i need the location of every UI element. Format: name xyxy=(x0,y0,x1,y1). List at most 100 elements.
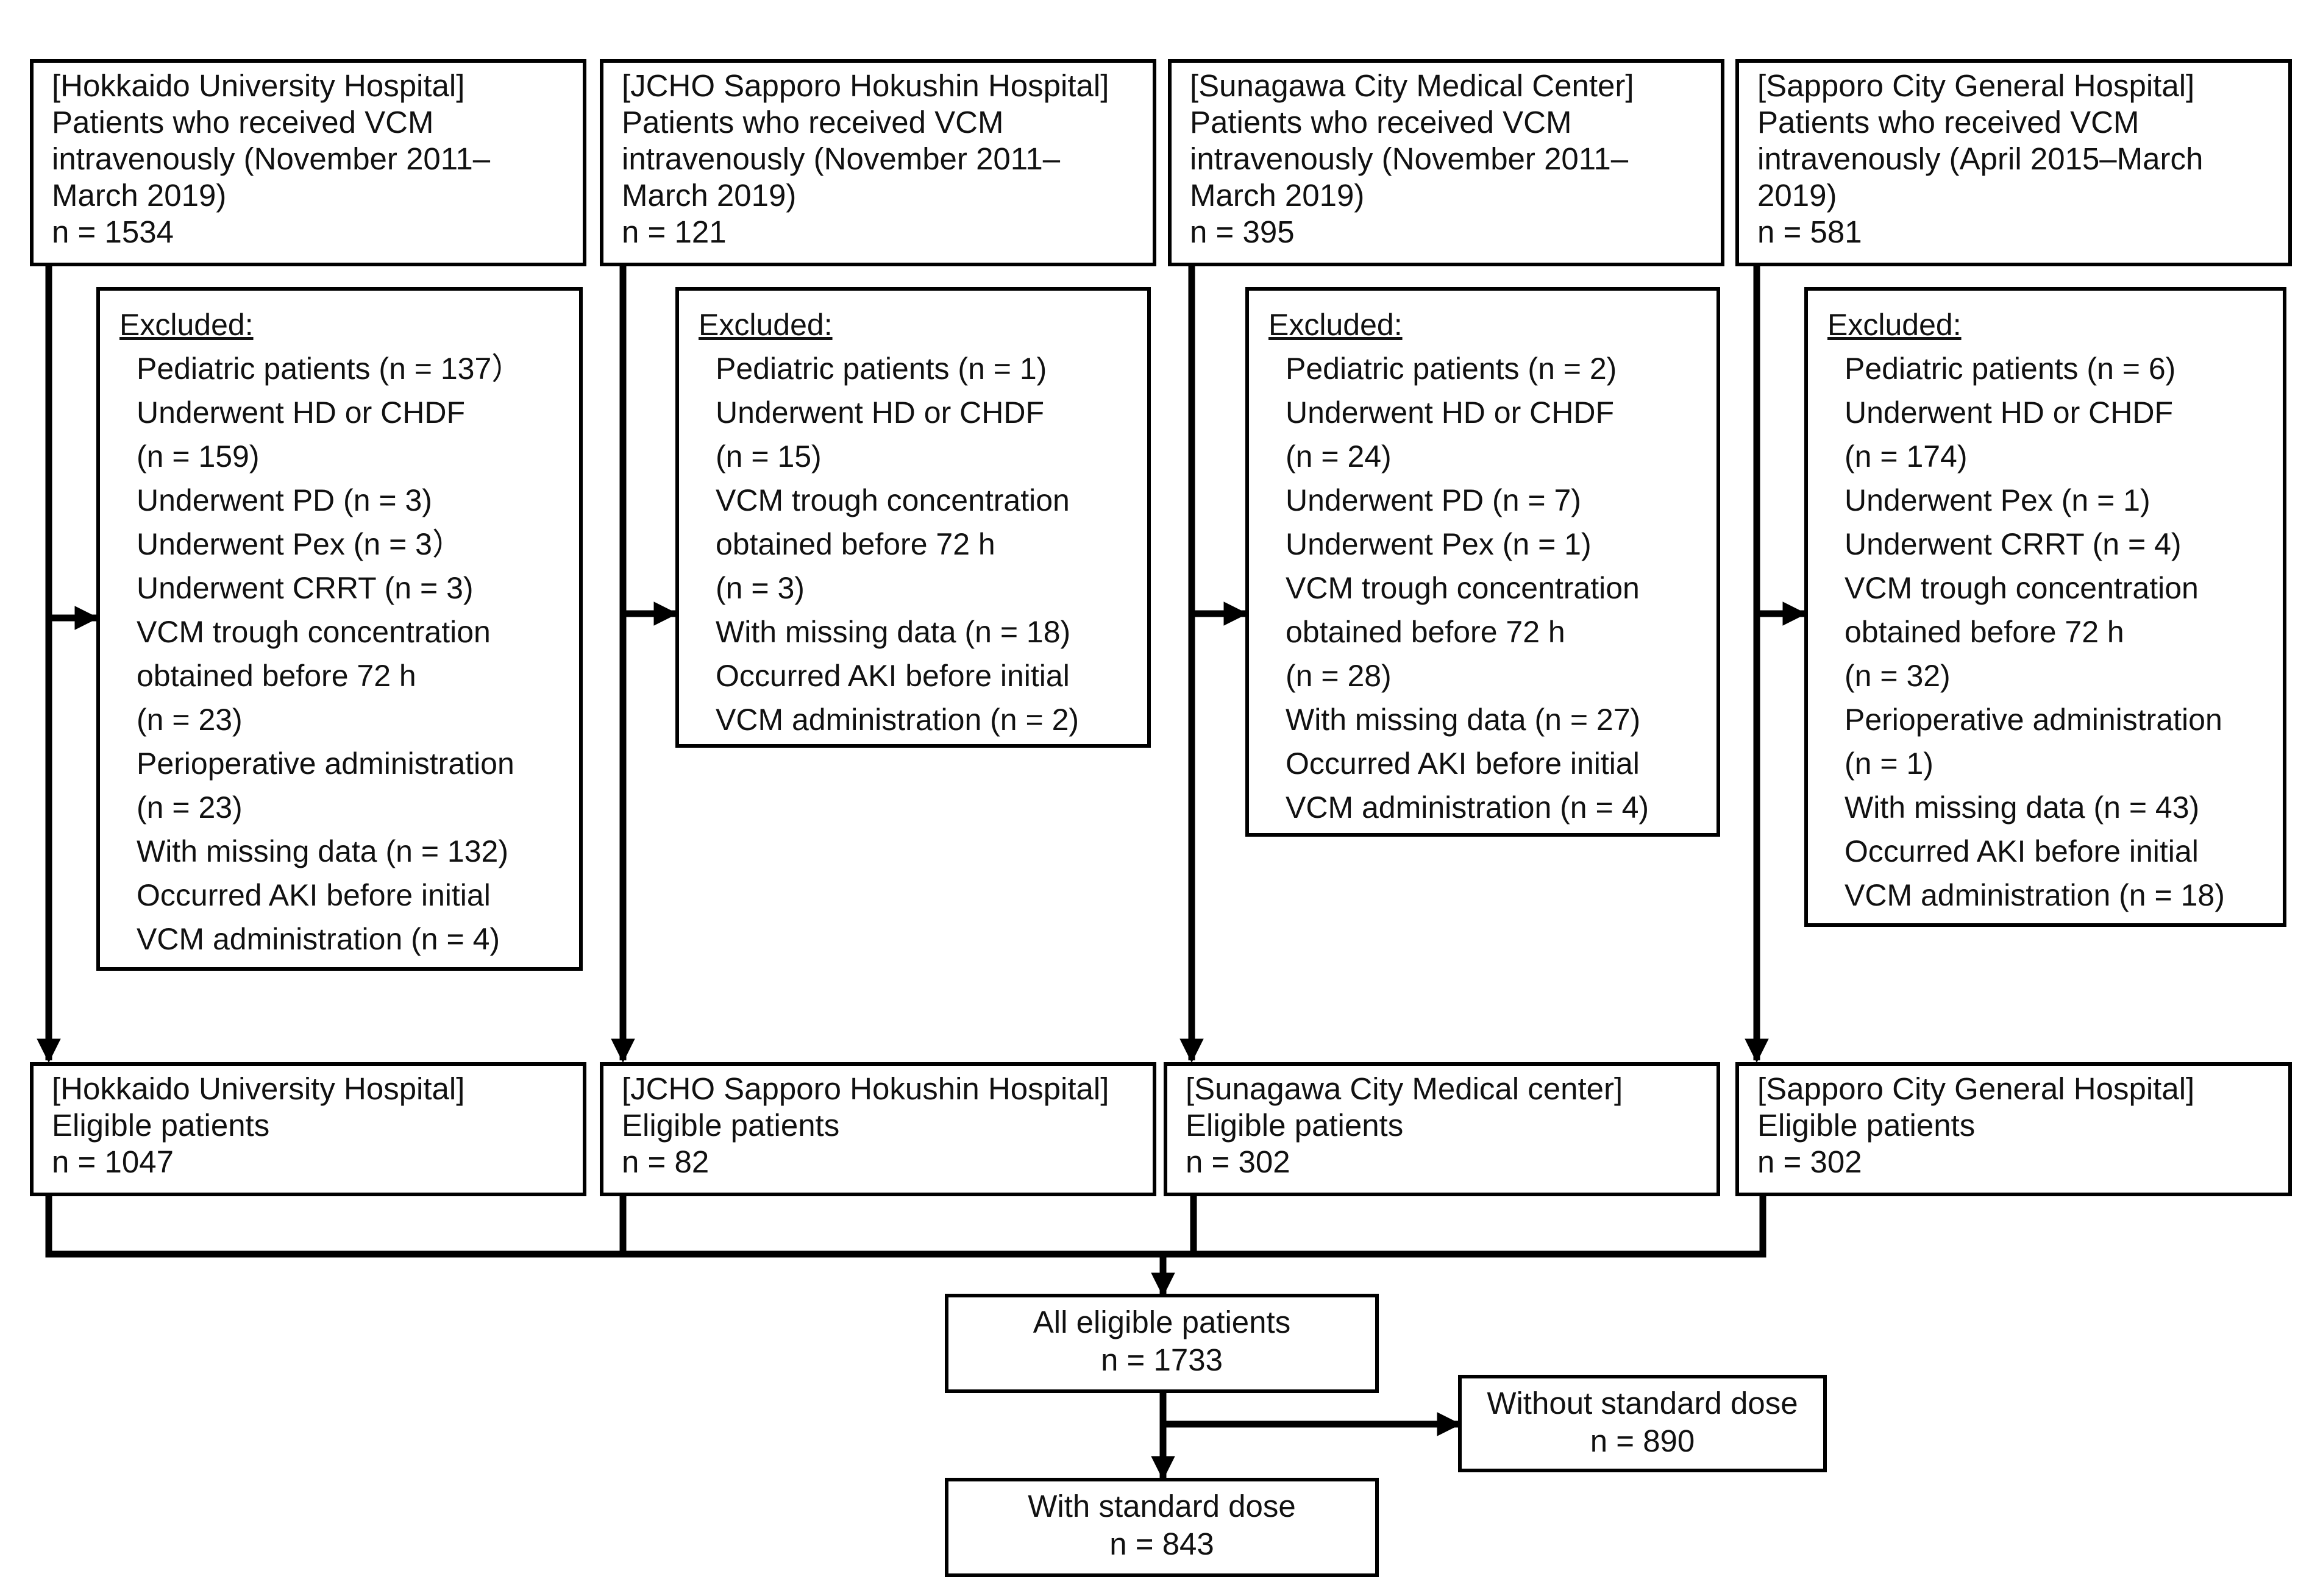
excluded-item: Underwent HD or CHDF xyxy=(1286,395,1615,430)
source-count: n = 121 xyxy=(622,215,727,249)
eligible-line: Eligible patients xyxy=(1757,1108,1976,1143)
excluded-item: VCM trough concentration xyxy=(1845,571,2199,605)
excluded-item: Underwent PD (n = 3) xyxy=(137,483,432,517)
eligible-line: Eligible patients xyxy=(622,1108,840,1143)
excluded-item: Underwent PD (n = 7) xyxy=(1286,483,1581,517)
eligible-box-jcho: [JCHO Sapporo Hokushin Hospital] Eligibl… xyxy=(600,1062,1156,1196)
excluded-item: Occurred AKI before initial xyxy=(1845,834,2199,868)
excluded-item: VCM trough concentration xyxy=(137,615,491,649)
excluded-item: obtained before 72 h xyxy=(716,527,995,561)
source-line: [JCHO Sapporo Hokushin Hospital] xyxy=(622,68,1109,103)
source-box-sapporo: [Sapporo City General Hospital] Patients… xyxy=(1735,59,2292,266)
eligible-line: Eligible patients xyxy=(52,1108,270,1143)
excluded-heading: Excluded: xyxy=(699,308,833,342)
source-line: Patients who received VCM xyxy=(1190,105,1572,140)
source-line: Patients who received VCM xyxy=(622,105,1004,140)
excluded-item: Pediatric patients (n = 6) xyxy=(1845,352,2176,386)
source-line: Patients who received VCM xyxy=(52,105,434,140)
excluded-item: (n = 23) xyxy=(137,790,243,825)
excluded-item: Underwent Pex (n = 1) xyxy=(1845,483,2150,517)
excluded-item: Occurred AKI before initial xyxy=(137,878,491,912)
eligible-box-hokkaido: [Hokkaido University Hospital] Eligible … xyxy=(30,1062,586,1196)
excluded-heading: Excluded: xyxy=(1268,308,1403,342)
excluded-item: With missing data (n = 18) xyxy=(716,615,1071,649)
excluded-item: Underwent CRRT (n = 4) xyxy=(1845,527,2182,561)
source-line: March 2019) xyxy=(622,178,797,213)
source-box-hokkaido: [Hokkaido University Hospital] Patients … xyxy=(30,59,586,266)
excluded-item: (n = 1) xyxy=(1845,747,1933,781)
with-standard-count: n = 843 xyxy=(1109,1527,1214,1561)
excluded-item: (n = 32) xyxy=(1845,659,1951,693)
excluded-item: VCM administration (n = 4) xyxy=(1286,790,1649,825)
source-line: intravenously (April 2015–March xyxy=(1757,141,2204,176)
eligible-box-sapporo: [Sapporo City General Hospital] Eligible… xyxy=(1735,1062,2292,1196)
eligible-box-sunagawa: [Sunagawa City Medical center] Eligible … xyxy=(1164,1062,1720,1196)
source-count: n = 581 xyxy=(1757,215,1862,249)
eligible-count: n = 302 xyxy=(1186,1144,1290,1179)
excluded-item: Occurred AKI before initial xyxy=(1286,747,1640,781)
excluded-box-sapporo: Excluded: Pediatric patients (n = 6) Und… xyxy=(1804,287,2286,927)
eligible-line: [JCHO Sapporo Hokushin Hospital] xyxy=(622,1071,1109,1106)
excluded-item: obtained before 72 h xyxy=(1286,615,1565,649)
excluded-item: With missing data (n = 27) xyxy=(1286,703,1641,737)
excluded-item: Underwent HD or CHDF xyxy=(137,395,466,430)
all-eligible-box: All eligible patients n = 1733 xyxy=(945,1294,1379,1393)
eligible-count: n = 82 xyxy=(622,1144,710,1179)
source-line: March 2019) xyxy=(52,178,227,213)
excluded-item: Pediatric patients (n = 2) xyxy=(1286,352,1617,386)
excluded-item: obtained before 72 h xyxy=(1845,615,2124,649)
source-box-sunagawa: [Sunagawa City Medical Center] Patients … xyxy=(1168,59,1724,266)
excluded-item: (n = 24) xyxy=(1286,439,1392,473)
eligible-line: [Hokkaido University Hospital] xyxy=(52,1071,465,1106)
excluded-item: (n = 28) xyxy=(1286,659,1392,693)
excluded-heading: Excluded: xyxy=(1827,308,1962,342)
excluded-item: Pediatric patients (n = 1) xyxy=(716,352,1047,386)
excluded-item: (n = 23) xyxy=(137,703,243,737)
all-eligible-count: n = 1733 xyxy=(1101,1342,1223,1377)
excluded-item: Underwent HD or CHDF xyxy=(716,395,1045,430)
without-standard-label: Without standard dose xyxy=(1487,1386,1798,1420)
source-line: intravenously (November 2011– xyxy=(622,141,1061,176)
excluded-item: Occurred AKI before initial xyxy=(716,659,1070,693)
excluded-item: VCM administration (n = 18) xyxy=(1845,878,2225,912)
without-standard-count: n = 890 xyxy=(1590,1424,1695,1458)
excluded-item: Underwent Pex (n = 1) xyxy=(1286,527,1592,561)
excluded-item: With missing data (n = 132) xyxy=(137,834,508,868)
without-standard-dose-box: Without standard dose n = 890 xyxy=(1458,1375,1827,1472)
source-line: Patients who received VCM xyxy=(1757,105,2140,140)
excluded-item: Perioperative administration xyxy=(1845,703,2222,737)
excluded-item: With missing data (n = 43) xyxy=(1845,790,2200,825)
all-eligible-label: All eligible patients xyxy=(1033,1305,1291,1339)
excluded-box-hokkaido: Excluded: Pediatric patients (n = 137） U… xyxy=(96,287,583,971)
source-box-jcho: [JCHO Sapporo Hokushin Hospital] Patient… xyxy=(600,59,1156,266)
eligible-count: n = 302 xyxy=(1757,1144,1862,1179)
excluded-item: (n = 159) xyxy=(137,439,260,473)
excluded-item: Underwent HD or CHDF xyxy=(1845,395,2174,430)
excluded-item: (n = 3) xyxy=(716,571,805,605)
excluded-heading: Excluded: xyxy=(119,308,254,342)
excluded-item: Underwent Pex (n = 3） xyxy=(137,527,463,561)
excluded-item: VCM trough concentration xyxy=(716,483,1070,517)
eligible-count: n = 1047 xyxy=(52,1144,174,1179)
excluded-item: VCM administration (n = 4) xyxy=(137,922,500,956)
source-line: intravenously (November 2011– xyxy=(52,141,491,176)
source-line: March 2019) xyxy=(1190,178,1365,213)
source-count: n = 1534 xyxy=(52,215,174,249)
with-standard-label: With standard dose xyxy=(1028,1489,1296,1523)
source-line: [Sapporo City General Hospital] xyxy=(1757,68,2195,103)
excluded-item: (n = 15) xyxy=(716,439,822,473)
eligible-line: [Sapporo City General Hospital] xyxy=(1757,1071,2195,1106)
excluded-item: obtained before 72 h xyxy=(137,659,416,693)
source-count: n = 395 xyxy=(1190,215,1295,249)
with-standard-dose-box: With standard dose n = 843 xyxy=(945,1478,1379,1577)
source-line: [Hokkaido University Hospital] xyxy=(52,68,465,103)
excluded-item: Perioperative administration xyxy=(137,747,514,781)
excluded-box-sunagawa: Excluded: Pediatric patients (n = 2) Und… xyxy=(1245,287,1720,837)
source-line: 2019) xyxy=(1757,178,1837,213)
excluded-item: Pediatric patients (n = 137） xyxy=(137,352,522,386)
excluded-item: (n = 174) xyxy=(1845,439,1968,473)
eligible-line: [Sunagawa City Medical center] xyxy=(1186,1071,1623,1106)
merge-line xyxy=(45,1196,1766,1258)
excluded-box-jcho: Excluded: Pediatric patients (n = 1) Und… xyxy=(675,287,1151,748)
